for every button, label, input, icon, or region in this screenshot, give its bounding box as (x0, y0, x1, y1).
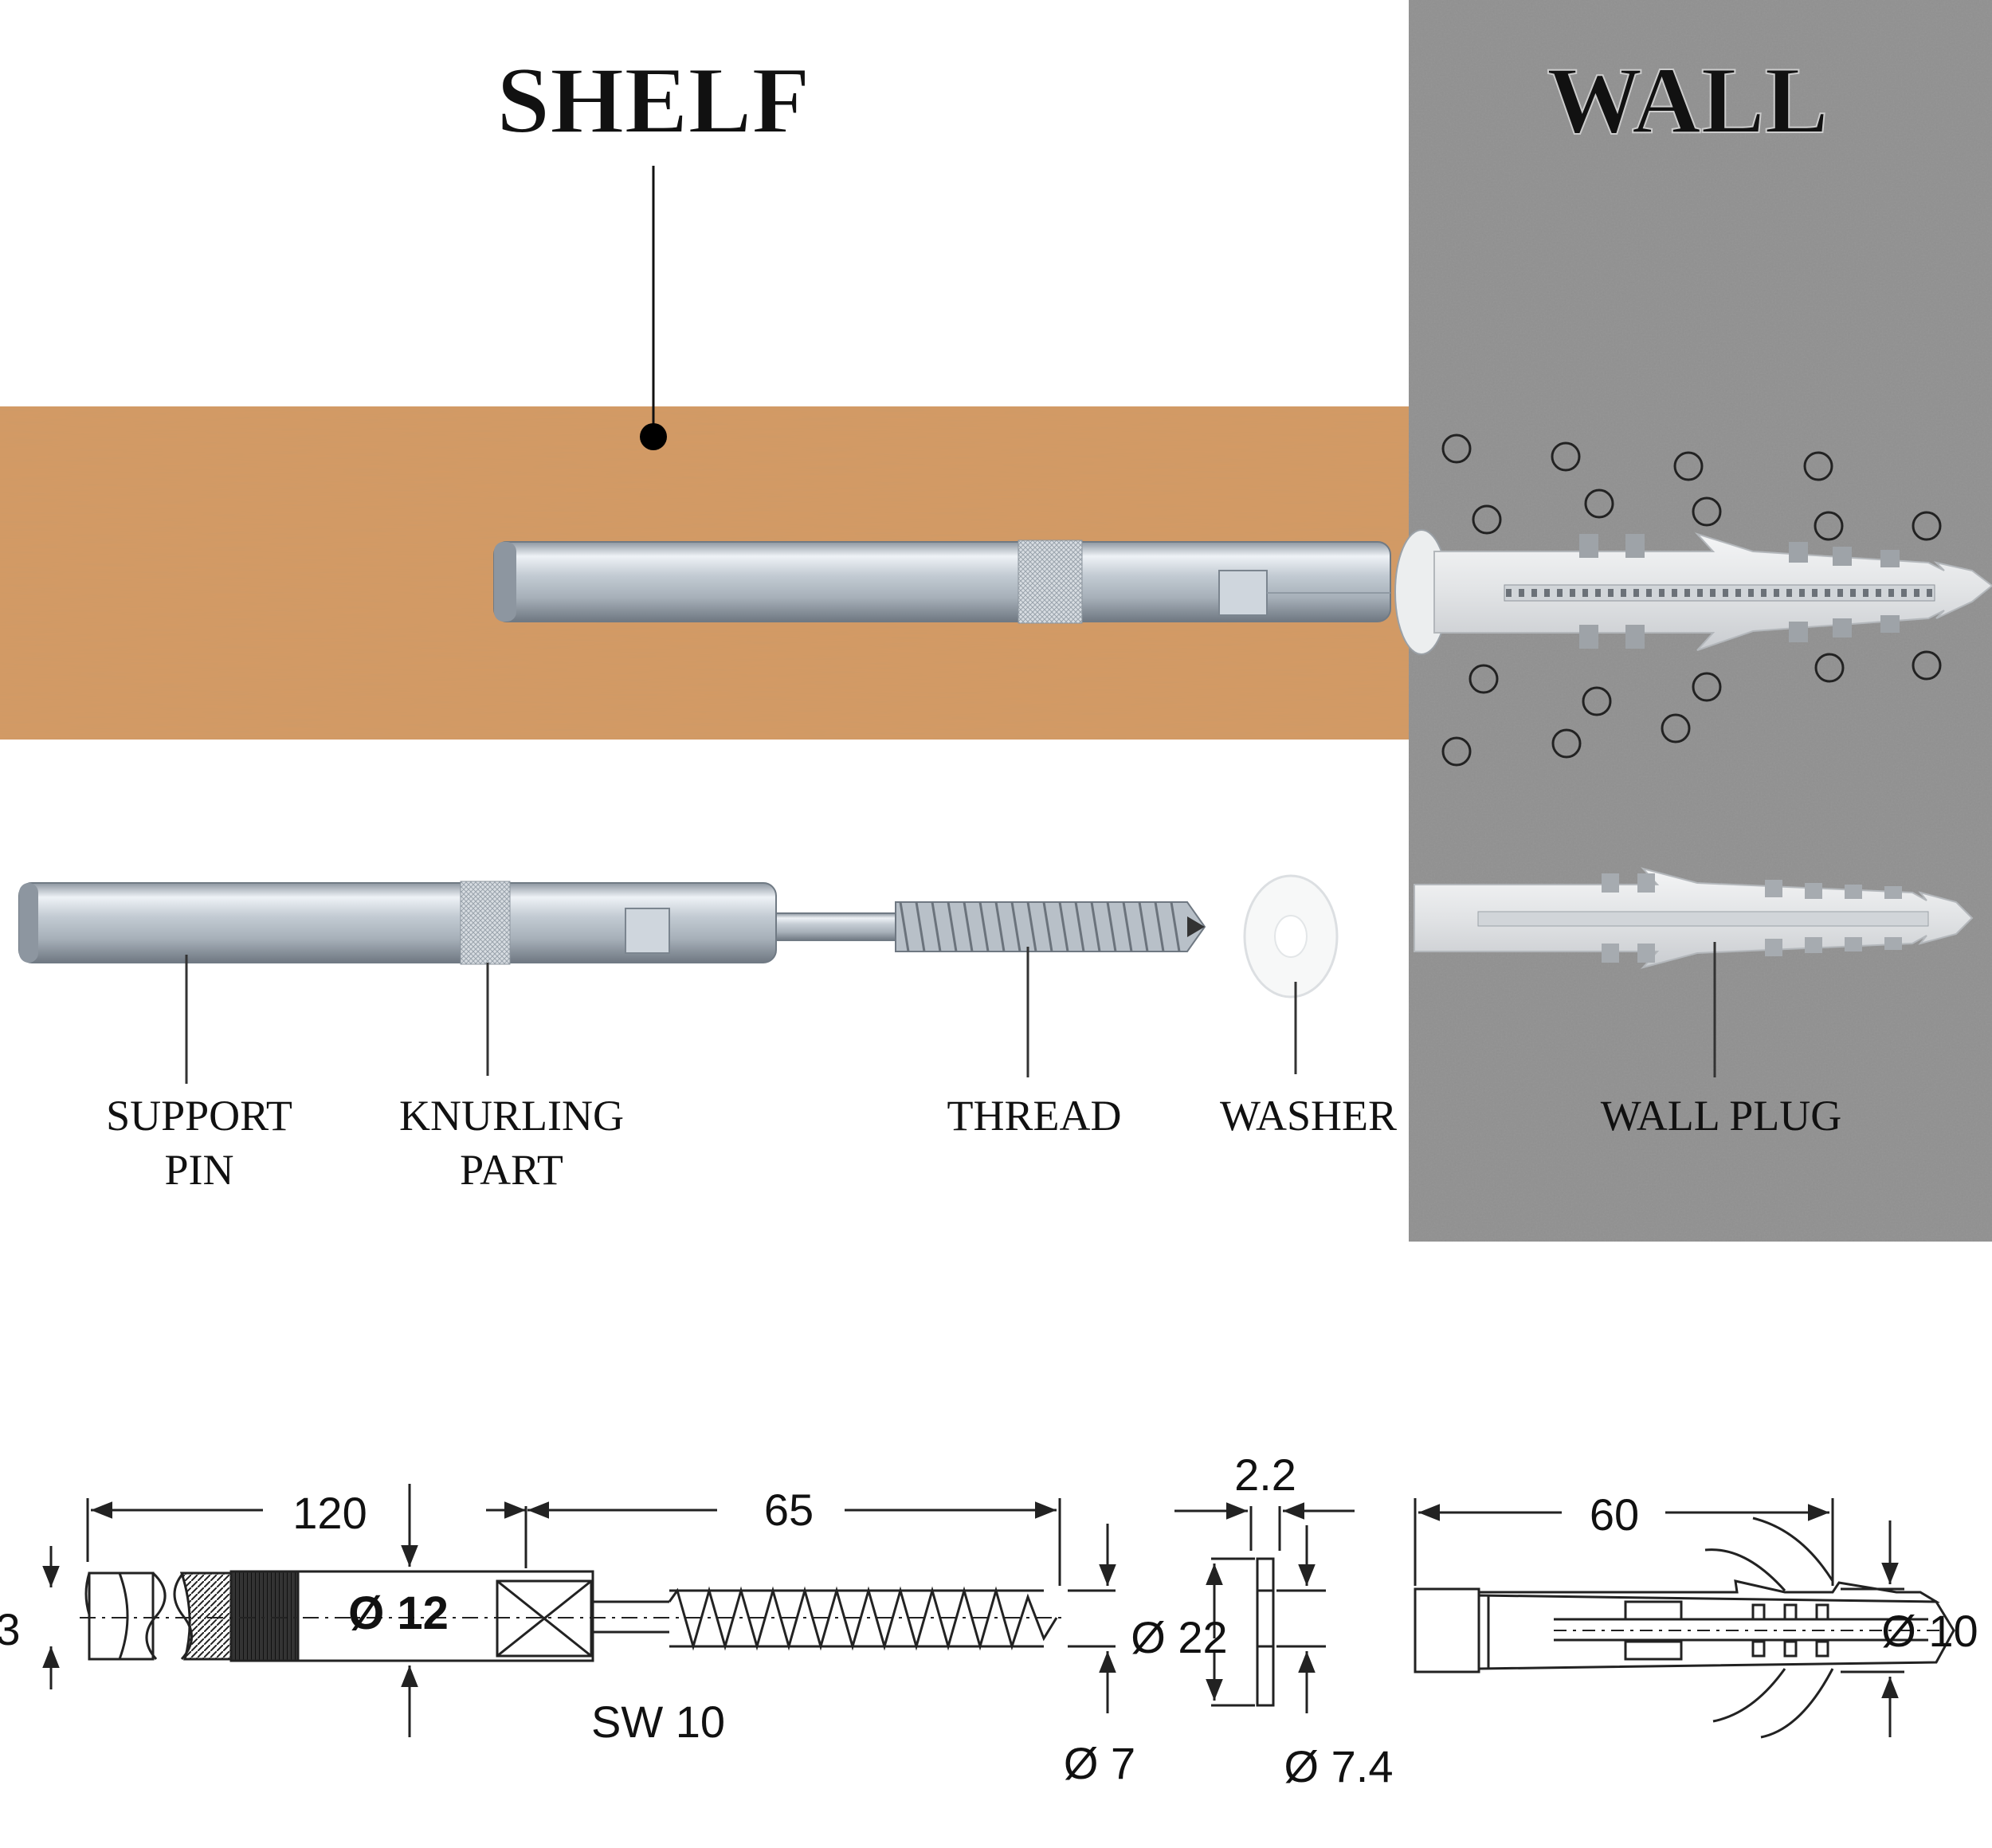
dim-plug-length: 60 (1590, 1489, 1639, 1540)
shelf-leader (640, 166, 667, 450)
dim-pin-diameter: Ø 12 (348, 1587, 449, 1639)
wall-holes (1441, 434, 1942, 767)
dim-pin-length: 120 (292, 1488, 367, 1538)
dimension-labels: 120 65 Ø 12 SW 10 Ø 7 3 2.2 Ø 22 Ø 7.4 6… (0, 1450, 1978, 1791)
wall-plug-label: WALL PLUG (1601, 1092, 1841, 1140)
shelf-heading: SHELF (496, 47, 810, 153)
support-pin-label-1: SUPPORT (106, 1092, 292, 1140)
heading-wall: WALL (1546, 46, 1829, 154)
assembled-support-pin (493, 539, 1391, 624)
support-pin-part (18, 881, 777, 965)
dim-plug-diameter: Ø 10 (1881, 1606, 1978, 1656)
wall-heading: WALL (1547, 47, 1828, 153)
installed-wall-plug (1433, 532, 1992, 651)
support-pin-label-2: PIN (164, 1146, 233, 1194)
washer-part (1243, 874, 1339, 999)
part-leader-lines (185, 942, 1716, 1084)
wall-plug-part (1414, 867, 1974, 969)
heading-shelf: SHELF (496, 46, 810, 154)
dim-end-value: 3 (0, 1604, 21, 1654)
thread-label: THREAD (947, 1092, 1122, 1140)
dim-thread-length: 65 (764, 1485, 814, 1535)
dim-wrench-size: SW 10 (591, 1697, 725, 1747)
dim-thread-diameter: Ø 7 (1064, 1738, 1135, 1788)
dim-washer-outer: Ø 22 (1131, 1612, 1227, 1662)
part-labels: SUPPORT PIN KNURLING PART THREAD WASHER … (106, 1092, 1841, 1194)
dim-washer-thickness: 2.2 (1234, 1450, 1296, 1500)
knurling-label-2: PART (460, 1146, 563, 1194)
knurling-label-1: KNURLING (399, 1092, 624, 1140)
dim-washer-inner: Ø 7.4 (1284, 1741, 1394, 1791)
technical-drawing (42, 1484, 1955, 1739)
washer-label: WASHER (1220, 1092, 1397, 1140)
threaded-shank (775, 901, 1206, 952)
